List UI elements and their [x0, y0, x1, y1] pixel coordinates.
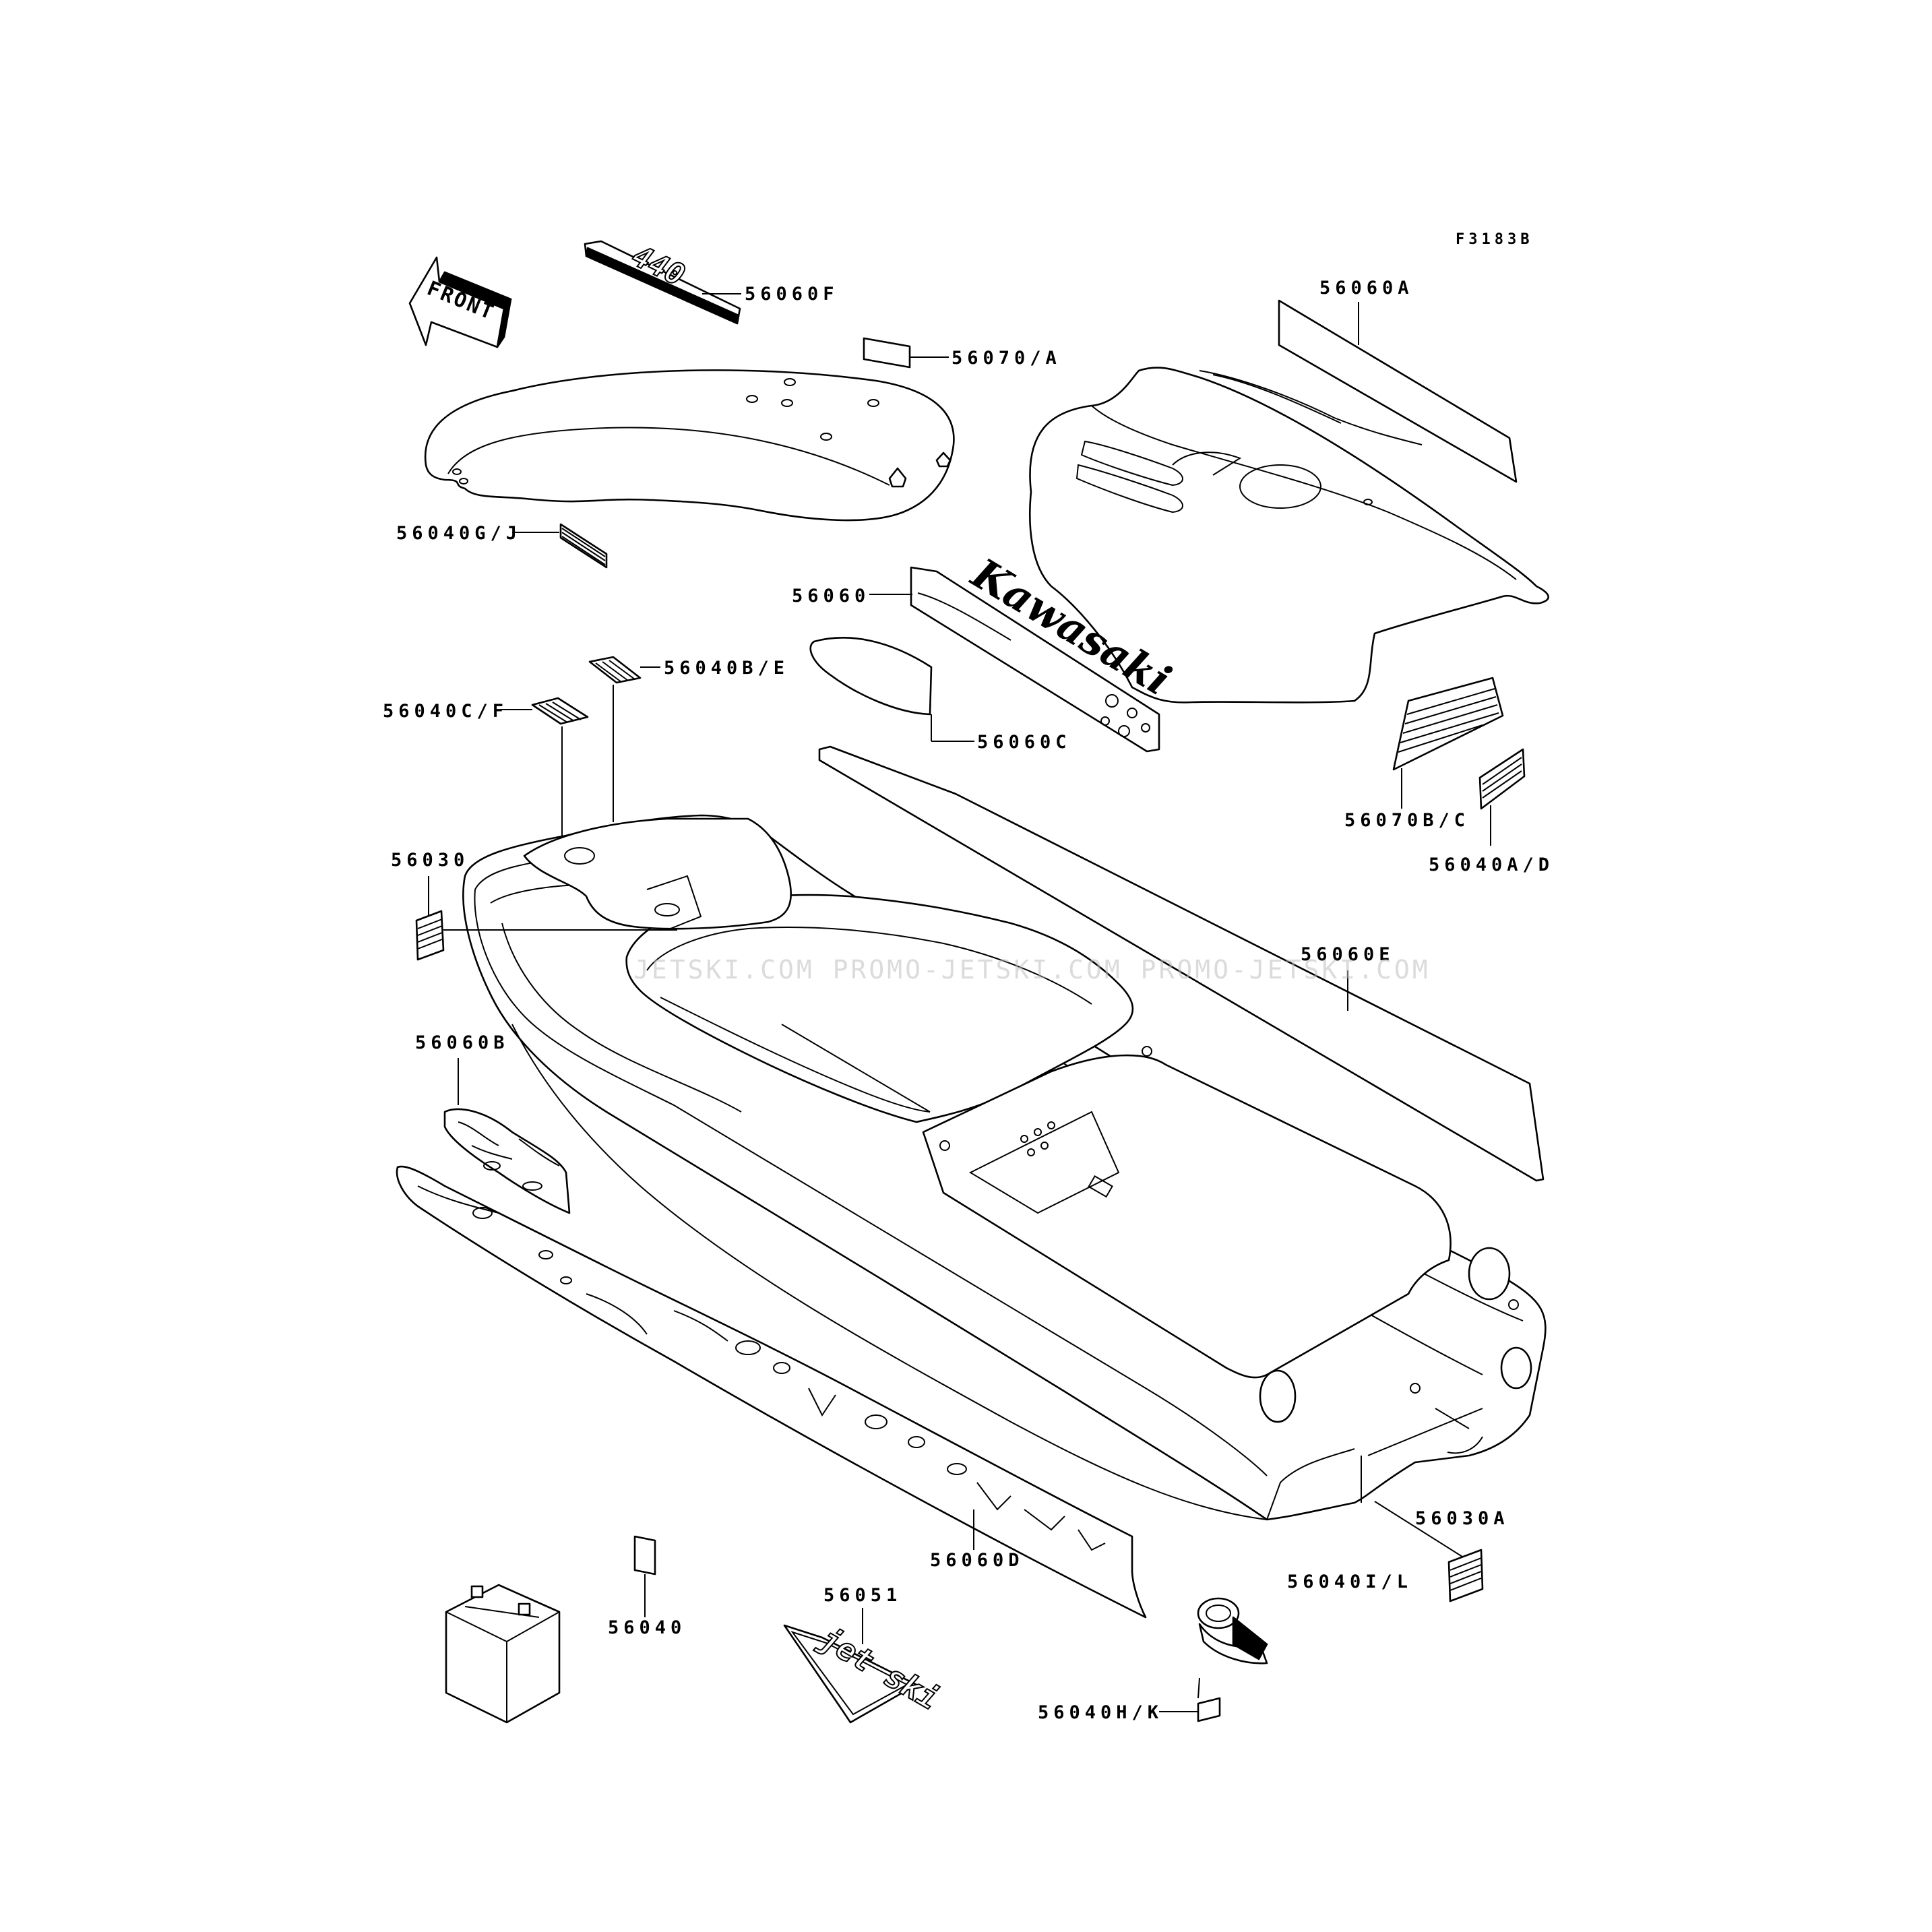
decal-56060B [443, 1108, 571, 1214]
label-56070A-decal [863, 337, 911, 369]
label-56070BC: 56070B/C [1344, 810, 1470, 831]
label-56060E: 56060E [1301, 944, 1395, 965]
label-56040BE: 56040B/E [664, 658, 789, 679]
decal-56040CF [531, 697, 589, 725]
decal-56040IL [1447, 1549, 1484, 1602]
label-56040IL: 56040I/L [1287, 1571, 1412, 1592]
decal-56040 [633, 1535, 656, 1576]
decal-56070BC [1392, 677, 1504, 771]
battery-icon [445, 1584, 561, 1724]
label-56051: 56051 [823, 1585, 902, 1606]
label-56060D: 56060D [930, 1550, 1024, 1571]
decal-56030 [415, 910, 445, 961]
label-56030: 56030 [391, 850, 469, 871]
label-56030A: 56030A [1415, 1508, 1509, 1529]
fuel-cap [1197, 1597, 1268, 1664]
label-56040HK: 56040H/K [1038, 1702, 1163, 1723]
front-hood [424, 369, 955, 522]
decal-56040BE [588, 656, 642, 684]
label-56060B: 56060B [415, 1032, 509, 1053]
label-56060A: 56060A [1319, 278, 1414, 299]
decal-56030A [1447, 1436, 1483, 1454]
decal-56060D [396, 1165, 1147, 1619]
figure-code: F3183B [1456, 231, 1533, 248]
decal-56040HK [1197, 1697, 1221, 1722]
stripe-decal-56060E [818, 745, 1545, 1182]
label-56060F: 56060F [745, 284, 839, 305]
rear-deck [1029, 367, 1549, 704]
stripe-decal-56060A [1278, 299, 1518, 483]
label-56070A: 56070/A [952, 348, 1061, 369]
label-56040CF: 56040C/F [383, 701, 508, 722]
hull [462, 814, 1547, 1521]
label-56060C: 56060C [977, 732, 1071, 753]
label-56060: 56060 [792, 586, 870, 606]
jetski-decal-56051: jet ski [783, 1619, 945, 1724]
label-56040AD: 56040A/D [1429, 854, 1554, 875]
decal-56040AD [1478, 748, 1526, 810]
decal-56040GJ [559, 523, 608, 569]
label-56040: 56040 [608, 1617, 686, 1638]
label-56040GJ: 56040G/J [396, 523, 522, 544]
model-decal-56060F: 440 [584, 238, 741, 325]
front-arrow-icon: FRONT [408, 256, 512, 348]
pad-decal-56060C [809, 637, 933, 716]
watermark: JETSKI.COM PROMO-JETSKI.COM PROMO-JETSKI… [633, 955, 1431, 985]
